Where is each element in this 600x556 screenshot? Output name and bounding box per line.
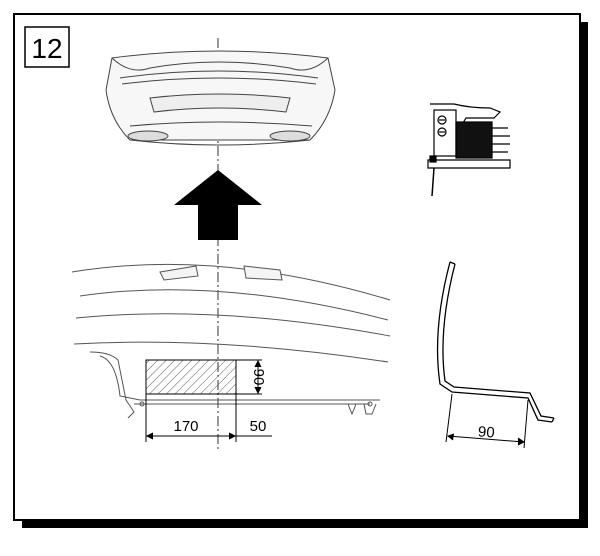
step-number: 12 [31, 33, 62, 64]
bumper-rear-view [105, 50, 336, 146]
flange-depth-dimension [445, 393, 529, 449]
flange-depth-label: 90 [477, 423, 495, 441]
offset-label: 50 [250, 418, 267, 435]
step-number-badge: 12 [24, 26, 70, 68]
cut-height-label: 90 [250, 369, 267, 386]
bumper-profile-section [436, 261, 555, 423]
cut-width-dimension [145, 394, 272, 442]
jigsaw-icon [427, 103, 512, 197]
cut-out-area [145, 359, 237, 395]
cut-height-dimension [236, 359, 262, 395]
arrow-up-icon [174, 170, 262, 240]
bumper-detail-view [71, 263, 391, 419]
cut-width-label: 170 [173, 418, 198, 435]
